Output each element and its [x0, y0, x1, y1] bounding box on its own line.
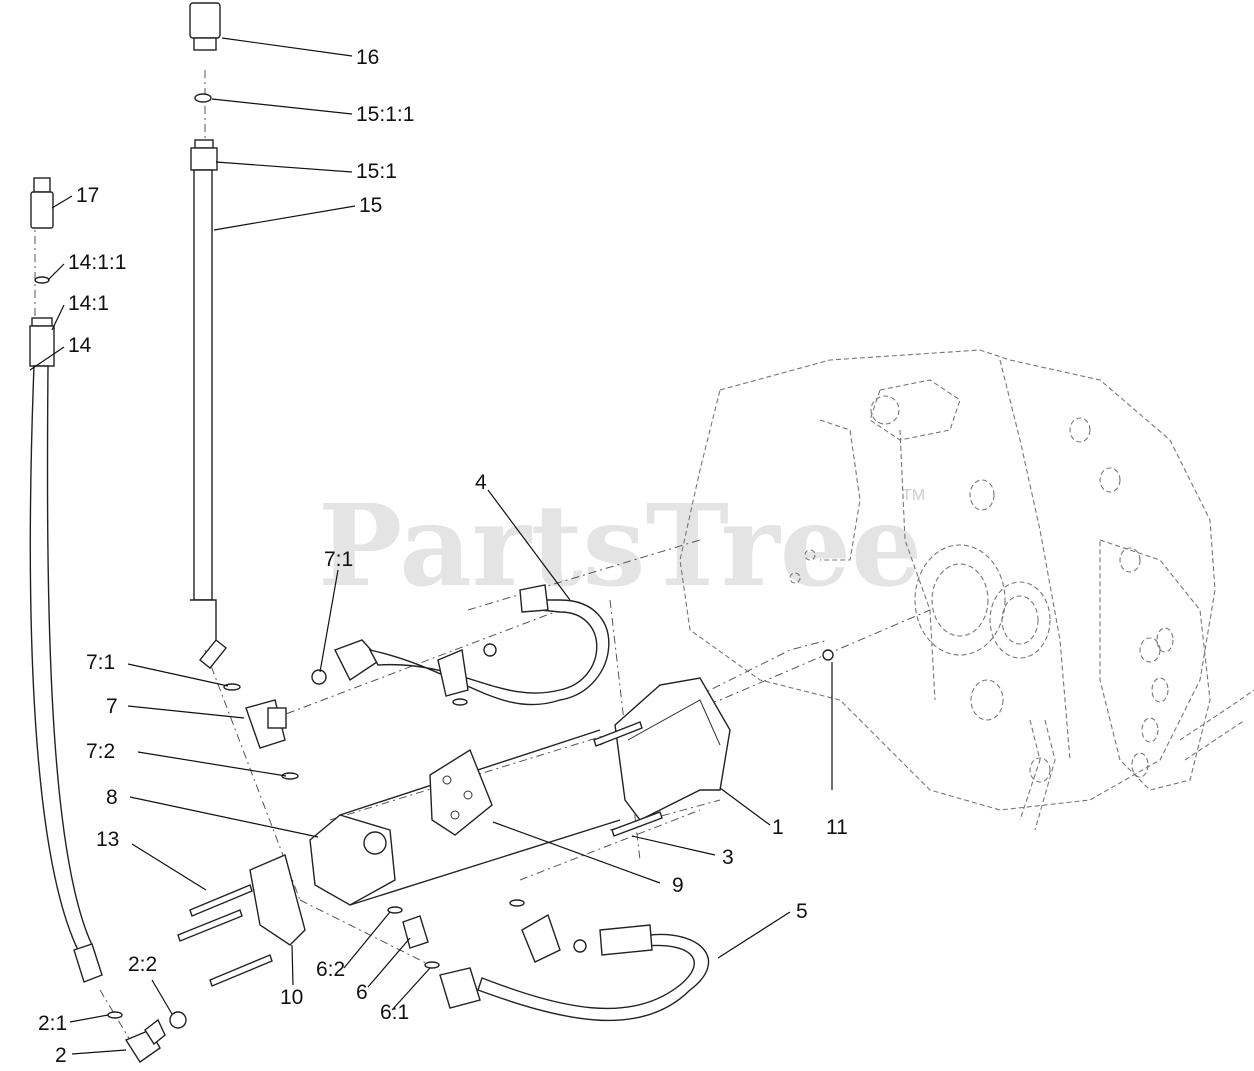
frame-housing-icon — [679, 349, 1254, 831]
filter-housing-1-icon — [614, 677, 731, 821]
watermark-trademark: TM — [902, 487, 925, 504]
callout-16: 16 — [356, 46, 379, 69]
bolts-3-13-icon — [177, 649, 834, 987]
callout-1: 1 — [772, 816, 784, 839]
callout-13: 13 — [96, 828, 119, 851]
hydraulic-hose-14-icon — [29, 177, 103, 983]
callout-14-1-1: 14:1:1 — [68, 251, 126, 274]
callout-5: 5 — [796, 900, 808, 923]
fitting-6-icon — [387, 906, 440, 969]
callout-9: 9 — [672, 874, 684, 897]
callout-11: 11 — [826, 816, 848, 839]
callout-6-1: 6:1 — [380, 1001, 409, 1024]
callout-14: 14 — [68, 334, 92, 357]
callout-15-1: 15:1 — [356, 160, 397, 183]
bracket-10-icon — [249, 854, 306, 946]
callout-labels: 16 15:1:1 15:1 15 17 14:1:1 14:1 14 4 7:… — [38, 46, 848, 1067]
callout-2-2: 2:2 — [128, 953, 157, 976]
callout-15-1-1: 15:1:1 — [356, 103, 414, 126]
hydraulic-hose-5-icon — [439, 899, 710, 1022]
callout-2-1: 2:1 — [38, 1012, 67, 1035]
callout-8: 8 — [106, 786, 118, 809]
hydraulic-hose-15-icon — [189, 2, 227, 669]
watermark-brand: PartsTree — [318, 481, 922, 612]
callout-17: 17 — [76, 184, 99, 207]
elbow-fitting-2-icon — [107, 1011, 187, 1063]
watermark: PartsTree TM — [318, 481, 925, 612]
callout-7: 7 — [106, 695, 118, 718]
callout-3: 3 — [722, 846, 734, 869]
tee-fitting-7-icon — [223, 669, 327, 780]
callout-14-1: 14:1 — [68, 292, 109, 315]
callout-6: 6 — [356, 981, 368, 1004]
leader-lines — [29, 37, 833, 1055]
callout-10: 10 — [280, 986, 303, 1009]
callout-15: 15 — [359, 194, 382, 217]
callout-7-1-upper: 7:1 — [324, 548, 353, 571]
callout-7-1-left: 7:1 — [86, 651, 115, 674]
callout-7-2: 7:2 — [86, 740, 115, 763]
callout-2: 2 — [55, 1044, 67, 1067]
callout-4: 4 — [475, 471, 487, 494]
hydraulic-hose-4-icon — [334, 584, 610, 706]
callout-6-2: 6:2 — [316, 958, 345, 981]
plate-9-icon — [429, 748, 493, 836]
